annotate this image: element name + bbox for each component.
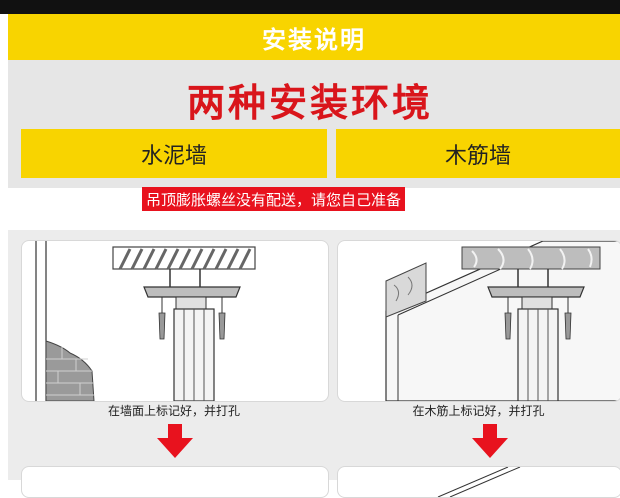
arrow-down-icon — [157, 424, 193, 458]
tab-wood-stud-wall[interactable]: 木筋墙 — [336, 129, 620, 178]
step-card-next-cement — [21, 466, 329, 498]
wood-wall-illustration-partial — [437, 467, 521, 497]
top-dark-strip — [0, 0, 620, 14]
arrow-down-icon — [472, 424, 508, 458]
step-caption-cement: 在墙面上标记好，并打孔 — [107, 404, 240, 418]
banner-title: 安装说明 — [262, 25, 366, 54]
notice-text: 吊顶膨胀螺丝没有配送，请您自己准备 — [146, 190, 402, 209]
notice-banner: 吊顶膨胀螺丝没有配送，请您自己准备 — [142, 187, 406, 211]
tab-cement-wall[interactable]: 水泥墙 — [21, 129, 327, 178]
step-caption-wood: 在木筋上标记好，并打孔 — [412, 404, 545, 418]
step-card-wood — [337, 240, 620, 402]
cement-wall-illustration — [35, 241, 256, 401]
page-headline: 两种安装环境 — [186, 81, 433, 125]
step-card-cement — [21, 240, 329, 402]
tab-cement-wall-label: 水泥墙 — [140, 143, 207, 169]
step-card-next-wood — [337, 466, 620, 498]
wood-wall-illustration — [385, 241, 620, 401]
section-banner: 安装说明 — [8, 14, 620, 60]
tab-wood-stud-wall-label: 木筋墙 — [444, 143, 511, 169]
